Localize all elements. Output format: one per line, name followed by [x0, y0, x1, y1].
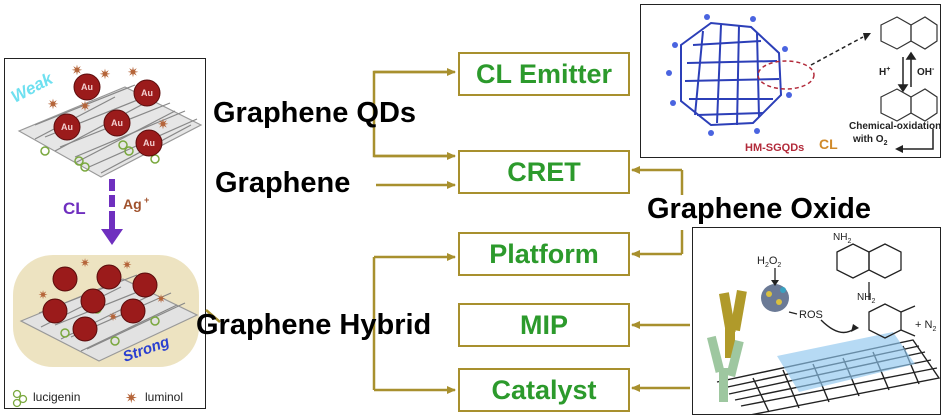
- platform-box: Platform: [458, 232, 630, 276]
- oxidation-line2: with O2: [852, 134, 888, 147]
- svg-text:✷: ✷: [157, 116, 169, 132]
- svg-text:✷: ✷: [80, 256, 90, 270]
- au-label: Au: [143, 138, 155, 148]
- antibody-green: [707, 335, 744, 402]
- n2-label: + N2: [915, 319, 936, 333]
- svg-text:✷: ✷: [79, 98, 91, 114]
- nh2-label-product: NH2: [857, 292, 875, 305]
- svg-text:✷: ✷: [71, 62, 83, 78]
- svg-text:✷: ✷: [156, 292, 166, 306]
- graphene-oxide-label: Graphene Oxide: [647, 193, 872, 225]
- luminol-structure-top: [880, 16, 938, 50]
- legend-luminol: luminol: [145, 390, 183, 404]
- au-nanoparticles-top: [53, 73, 163, 157]
- catalyst-box: Catalyst: [458, 368, 630, 412]
- svg-text:✷: ✷: [99, 66, 111, 82]
- graphene-qds-label: Graphene QDs: [213, 97, 417, 129]
- ag-label: Ag: [123, 196, 142, 212]
- hm-sgqds-illustration: H+ OH- HM-SGQDs CL Chemical-oxidation wi…: [666, 14, 941, 154]
- graphene-oxide-panel: H2O2 ROS NH2 NH2 + N2: [692, 227, 941, 415]
- left-panel: Au Au Au Au Au ✷✷✷ ✷✷✷ Weak CL Ag +: [4, 58, 206, 409]
- h2o2-label: H2O2: [757, 255, 781, 269]
- h-plus-label: H+: [879, 66, 890, 78]
- graphene-hybrid-label: Graphene Hybrid: [196, 309, 432, 341]
- svg-text:✷: ✷: [47, 96, 59, 112]
- legend-lucigenin: lucigenin: [33, 390, 80, 404]
- product-structure: [868, 303, 916, 339]
- mip-text: MIP: [519, 309, 568, 340]
- svg-text:✷: ✷: [108, 310, 118, 324]
- cl-label: CL: [63, 199, 86, 218]
- oh-minus-label: OH-: [917, 66, 935, 78]
- au-label: Au: [141, 88, 153, 98]
- cl-orange-label: CL: [819, 136, 838, 152]
- antibody-yellow: [719, 290, 747, 358]
- platform-text: Platform: [489, 238, 599, 269]
- cl-emitter-box: CL Emitter: [458, 52, 630, 96]
- nh2-label-top: NH2: [833, 232, 851, 245]
- luminol-legend-icon: ✷: [125, 390, 138, 407]
- cret-box: CRET: [458, 150, 630, 194]
- catalyst-text: Catalyst: [491, 374, 597, 405]
- left-panel-illustration: Au Au Au Au Au ✷✷✷ ✷✷✷ Weak CL Ag +: [8, 62, 203, 408]
- oxidation-line1: Chemical-oxidation: [849, 121, 941, 132]
- blue-highlight: [777, 332, 915, 392]
- mip-box: MIP: [458, 303, 630, 347]
- lucigenin-cluster-top: [40, 140, 160, 172]
- cl-arrow: [101, 179, 123, 245]
- edge-groups: [666, 14, 792, 136]
- graphene-label: Graphene: [215, 167, 351, 199]
- luminol-structure: [836, 243, 902, 300]
- au-label: Au: [61, 122, 73, 132]
- svg-text:✷: ✷: [127, 64, 139, 80]
- ros-label: ROS: [799, 309, 823, 321]
- au-label: Au: [111, 118, 123, 128]
- luminol-stars-top: ✷ ✷ ✷ ✷ ✷ ✷: [47, 62, 169, 132]
- luminol-stars-bottom: ✷ ✷ ✷ ✷ ✷: [38, 256, 166, 324]
- left-panel-link: [205, 309, 221, 323]
- graphene-qd: [680, 21, 783, 127]
- au-nanoparticles-bottom: [42, 264, 158, 342]
- highlight-ellipse: [757, 60, 815, 90]
- au-label: Au: [81, 82, 93, 92]
- svg-text:✷: ✷: [122, 258, 132, 272]
- hm-sgqds-label: HM-SGQDs: [745, 142, 804, 154]
- cret-text: CRET: [507, 156, 581, 187]
- hm-sgqds-panel: H+ OH- HM-SGQDs CL Chemical-oxidation wi…: [640, 4, 941, 158]
- graphene-oxide-illustration: H2O2 ROS NH2 NH2 + N2: [707, 232, 940, 414]
- lucigenin-legend-icon: [12, 389, 28, 408]
- cl-emitter-text: CL Emitter: [475, 58, 613, 89]
- zoom-arrow: [810, 36, 864, 66]
- nanoparticle-cluster: [761, 284, 789, 312]
- luminol-structure-bottom: [880, 88, 938, 122]
- svg-text:✷: ✷: [38, 288, 48, 302]
- ag-superscript: +: [144, 195, 149, 205]
